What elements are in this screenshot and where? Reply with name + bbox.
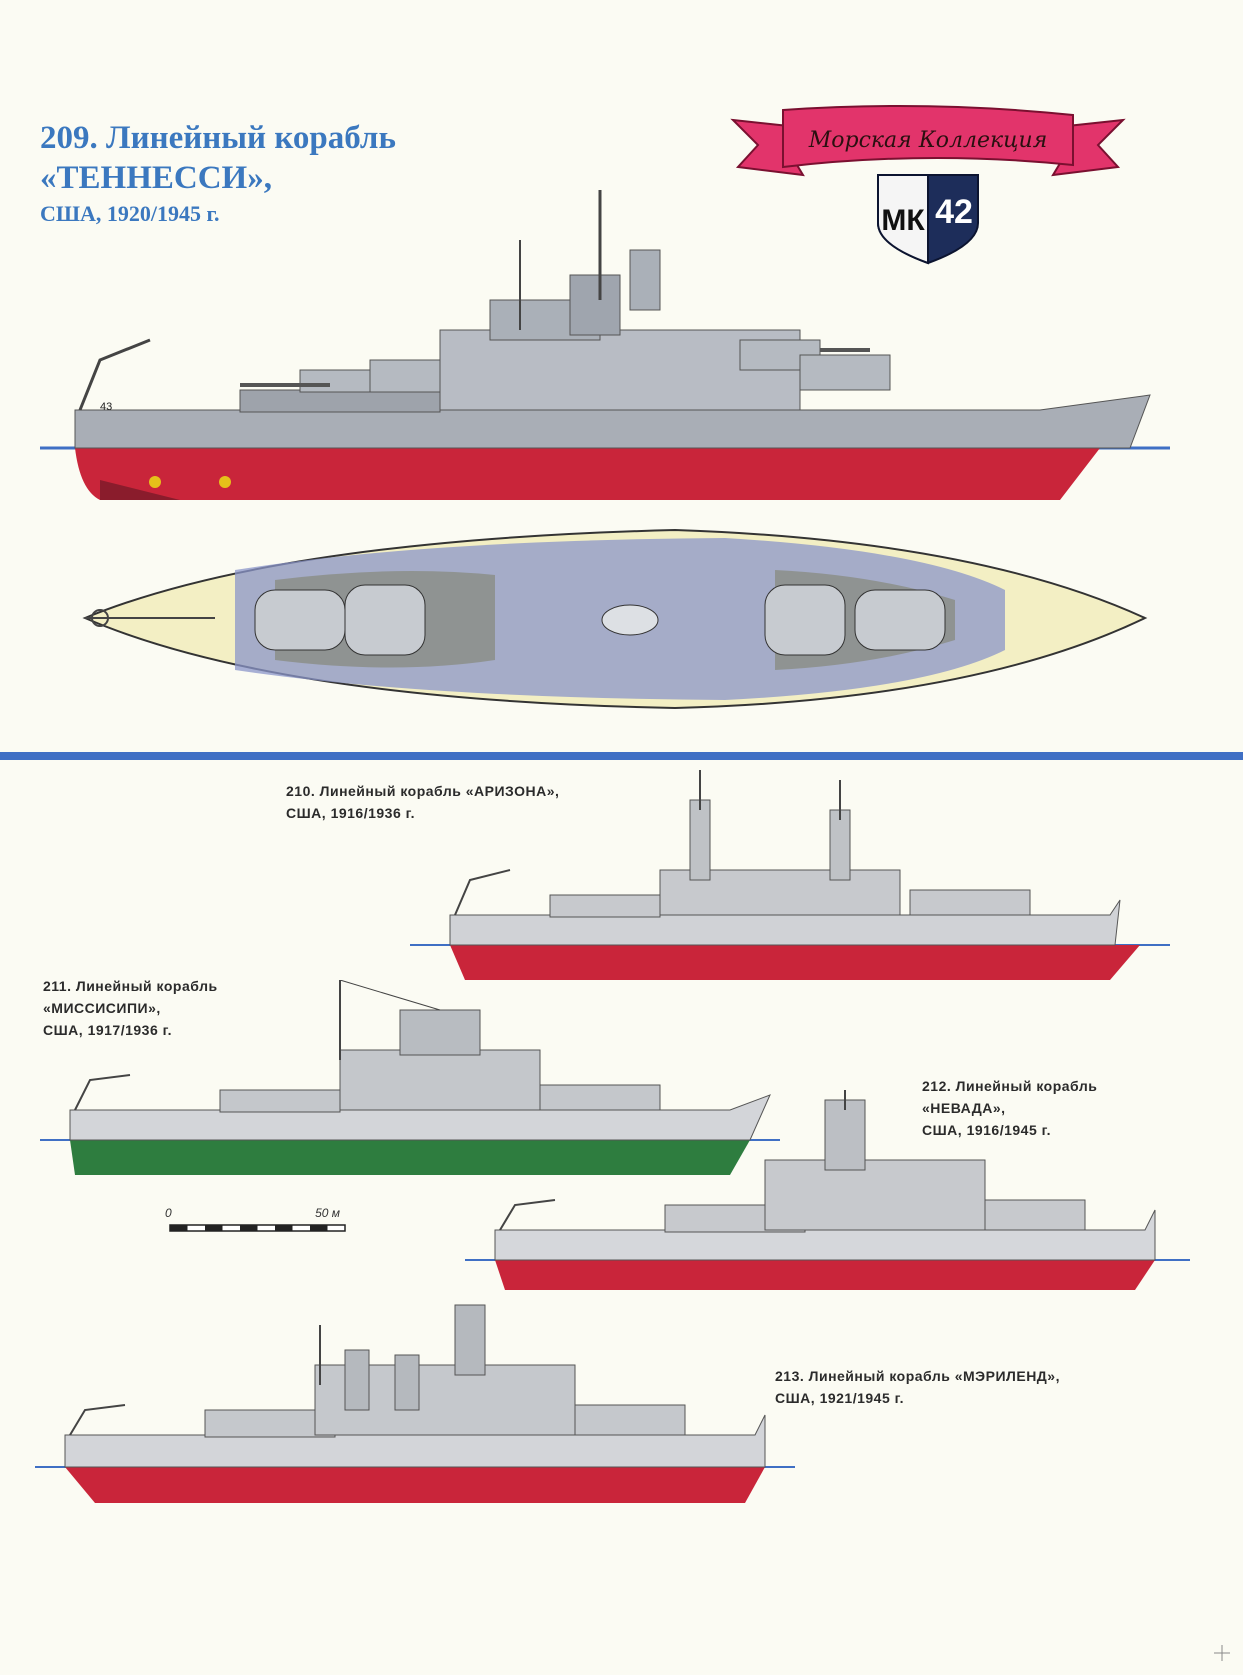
series-emblem: Морская Коллекция МК 42 bbox=[730, 105, 1126, 265]
deck-turret-3 bbox=[764, 584, 846, 656]
gun-turret-2 bbox=[369, 359, 441, 393]
caption-213: 213. Линейный корабль «МЭРИЛЕНД», США, 1… bbox=[775, 1365, 1060, 1409]
mississippi-profile-illustration bbox=[40, 980, 780, 1175]
hull-number: 43 bbox=[100, 401, 112, 413]
section-divider bbox=[0, 752, 1243, 760]
caption-210-line2: США, 1916/1936 г. bbox=[286, 805, 415, 821]
crane bbox=[499, 1199, 556, 1231]
crane bbox=[74, 1074, 131, 1111]
issue-number: 42 bbox=[935, 193, 973, 231]
tripod-mast-fore bbox=[689, 799, 711, 881]
caption-212-line1: 212. Линейный корабль bbox=[922, 1078, 1098, 1094]
caption-212: 212. Линейный корабль «НЕВАДА», США, 191… bbox=[922, 1075, 1097, 1141]
main-number-title: 209. Линейный корабль bbox=[40, 120, 396, 156]
gun-turret bbox=[299, 369, 381, 393]
ribbon-text: Морская Коллекция bbox=[808, 128, 1048, 153]
tripod-mast-aft bbox=[829, 809, 851, 881]
superstructure bbox=[764, 1159, 986, 1231]
caption-213-line2: США, 1921/1945 г. bbox=[775, 1390, 904, 1406]
hull-underwater bbox=[495, 1260, 1155, 1290]
funnel bbox=[344, 1349, 370, 1411]
caption-210-line1: 210. Линейный корабль «АРИЗОНА», bbox=[286, 783, 560, 799]
propeller-icon bbox=[149, 476, 161, 488]
scale-end: 50 м bbox=[315, 1206, 340, 1220]
hull-underwater bbox=[450, 945, 1140, 980]
shield-letters: МК bbox=[881, 204, 925, 237]
funnel bbox=[569, 274, 621, 336]
crane bbox=[78, 338, 151, 411]
superstructure bbox=[339, 1049, 541, 1111]
tennessee-deck-plan-illustration bbox=[82, 528, 1148, 710]
deck-turret-2 bbox=[344, 584, 426, 656]
deck-turret-4 bbox=[854, 589, 946, 651]
tennessee-profile-illustration: 43 bbox=[40, 190, 1170, 500]
nevada-profile-illustration bbox=[465, 1090, 1190, 1290]
caption-211-line2: «МИССИСИПИ», bbox=[43, 1000, 161, 1016]
caption-212-line3: США, 1916/1945 г. bbox=[922, 1122, 1051, 1138]
caption-212-line2: «НЕВАДА», bbox=[922, 1100, 1006, 1116]
crane bbox=[69, 1404, 126, 1436]
hull-above-water bbox=[74, 394, 1151, 449]
funnel-top bbox=[601, 604, 659, 636]
hull-underwater bbox=[70, 1140, 750, 1175]
caption-213-line1: 213. Линейный корабль «МЭРИЛЕНД», bbox=[775, 1368, 1060, 1384]
main-ship-name: «ТЕННЕССИ», bbox=[40, 160, 272, 196]
maryland-profile-illustration bbox=[35, 1304, 795, 1503]
ribbon-banner bbox=[782, 105, 1074, 169]
main-title-block: 209. Линейный корабль «ТЕННЕССИ», США, 1… bbox=[40, 118, 396, 230]
caption-211-line3: США, 1917/1936 г. bbox=[43, 1022, 172, 1038]
mast-tower bbox=[454, 1304, 486, 1376]
caption-211-line1: 211. Линейный корабль bbox=[43, 978, 218, 994]
arizona-profile-illustration bbox=[410, 770, 1170, 980]
caption-211: 211. Линейный корабль «МИССИСИПИ», США, … bbox=[43, 975, 218, 1041]
caption-210: 210. Линейный корабль «АРИЗОНА», США, 19… bbox=[286, 780, 559, 824]
registration-mark-icon bbox=[1214, 1645, 1230, 1661]
main-country-years: США, 1920/1945 г. bbox=[40, 201, 220, 226]
anchor-icon bbox=[91, 609, 109, 627]
gun-turret-4 bbox=[799, 354, 891, 391]
scale-start: 0 bbox=[165, 1206, 172, 1220]
crane bbox=[454, 869, 511, 916]
hull-underwater bbox=[65, 1467, 765, 1503]
deck-turret-1 bbox=[254, 589, 346, 651]
propeller-icon-2 bbox=[219, 476, 231, 488]
scale-bar: 0 50 м bbox=[165, 1206, 346, 1232]
mast-tower bbox=[824, 1099, 866, 1171]
funnel-2 bbox=[394, 1354, 420, 1411]
hull-underwater bbox=[75, 448, 1100, 500]
emblem-shield-left bbox=[877, 174, 929, 265]
